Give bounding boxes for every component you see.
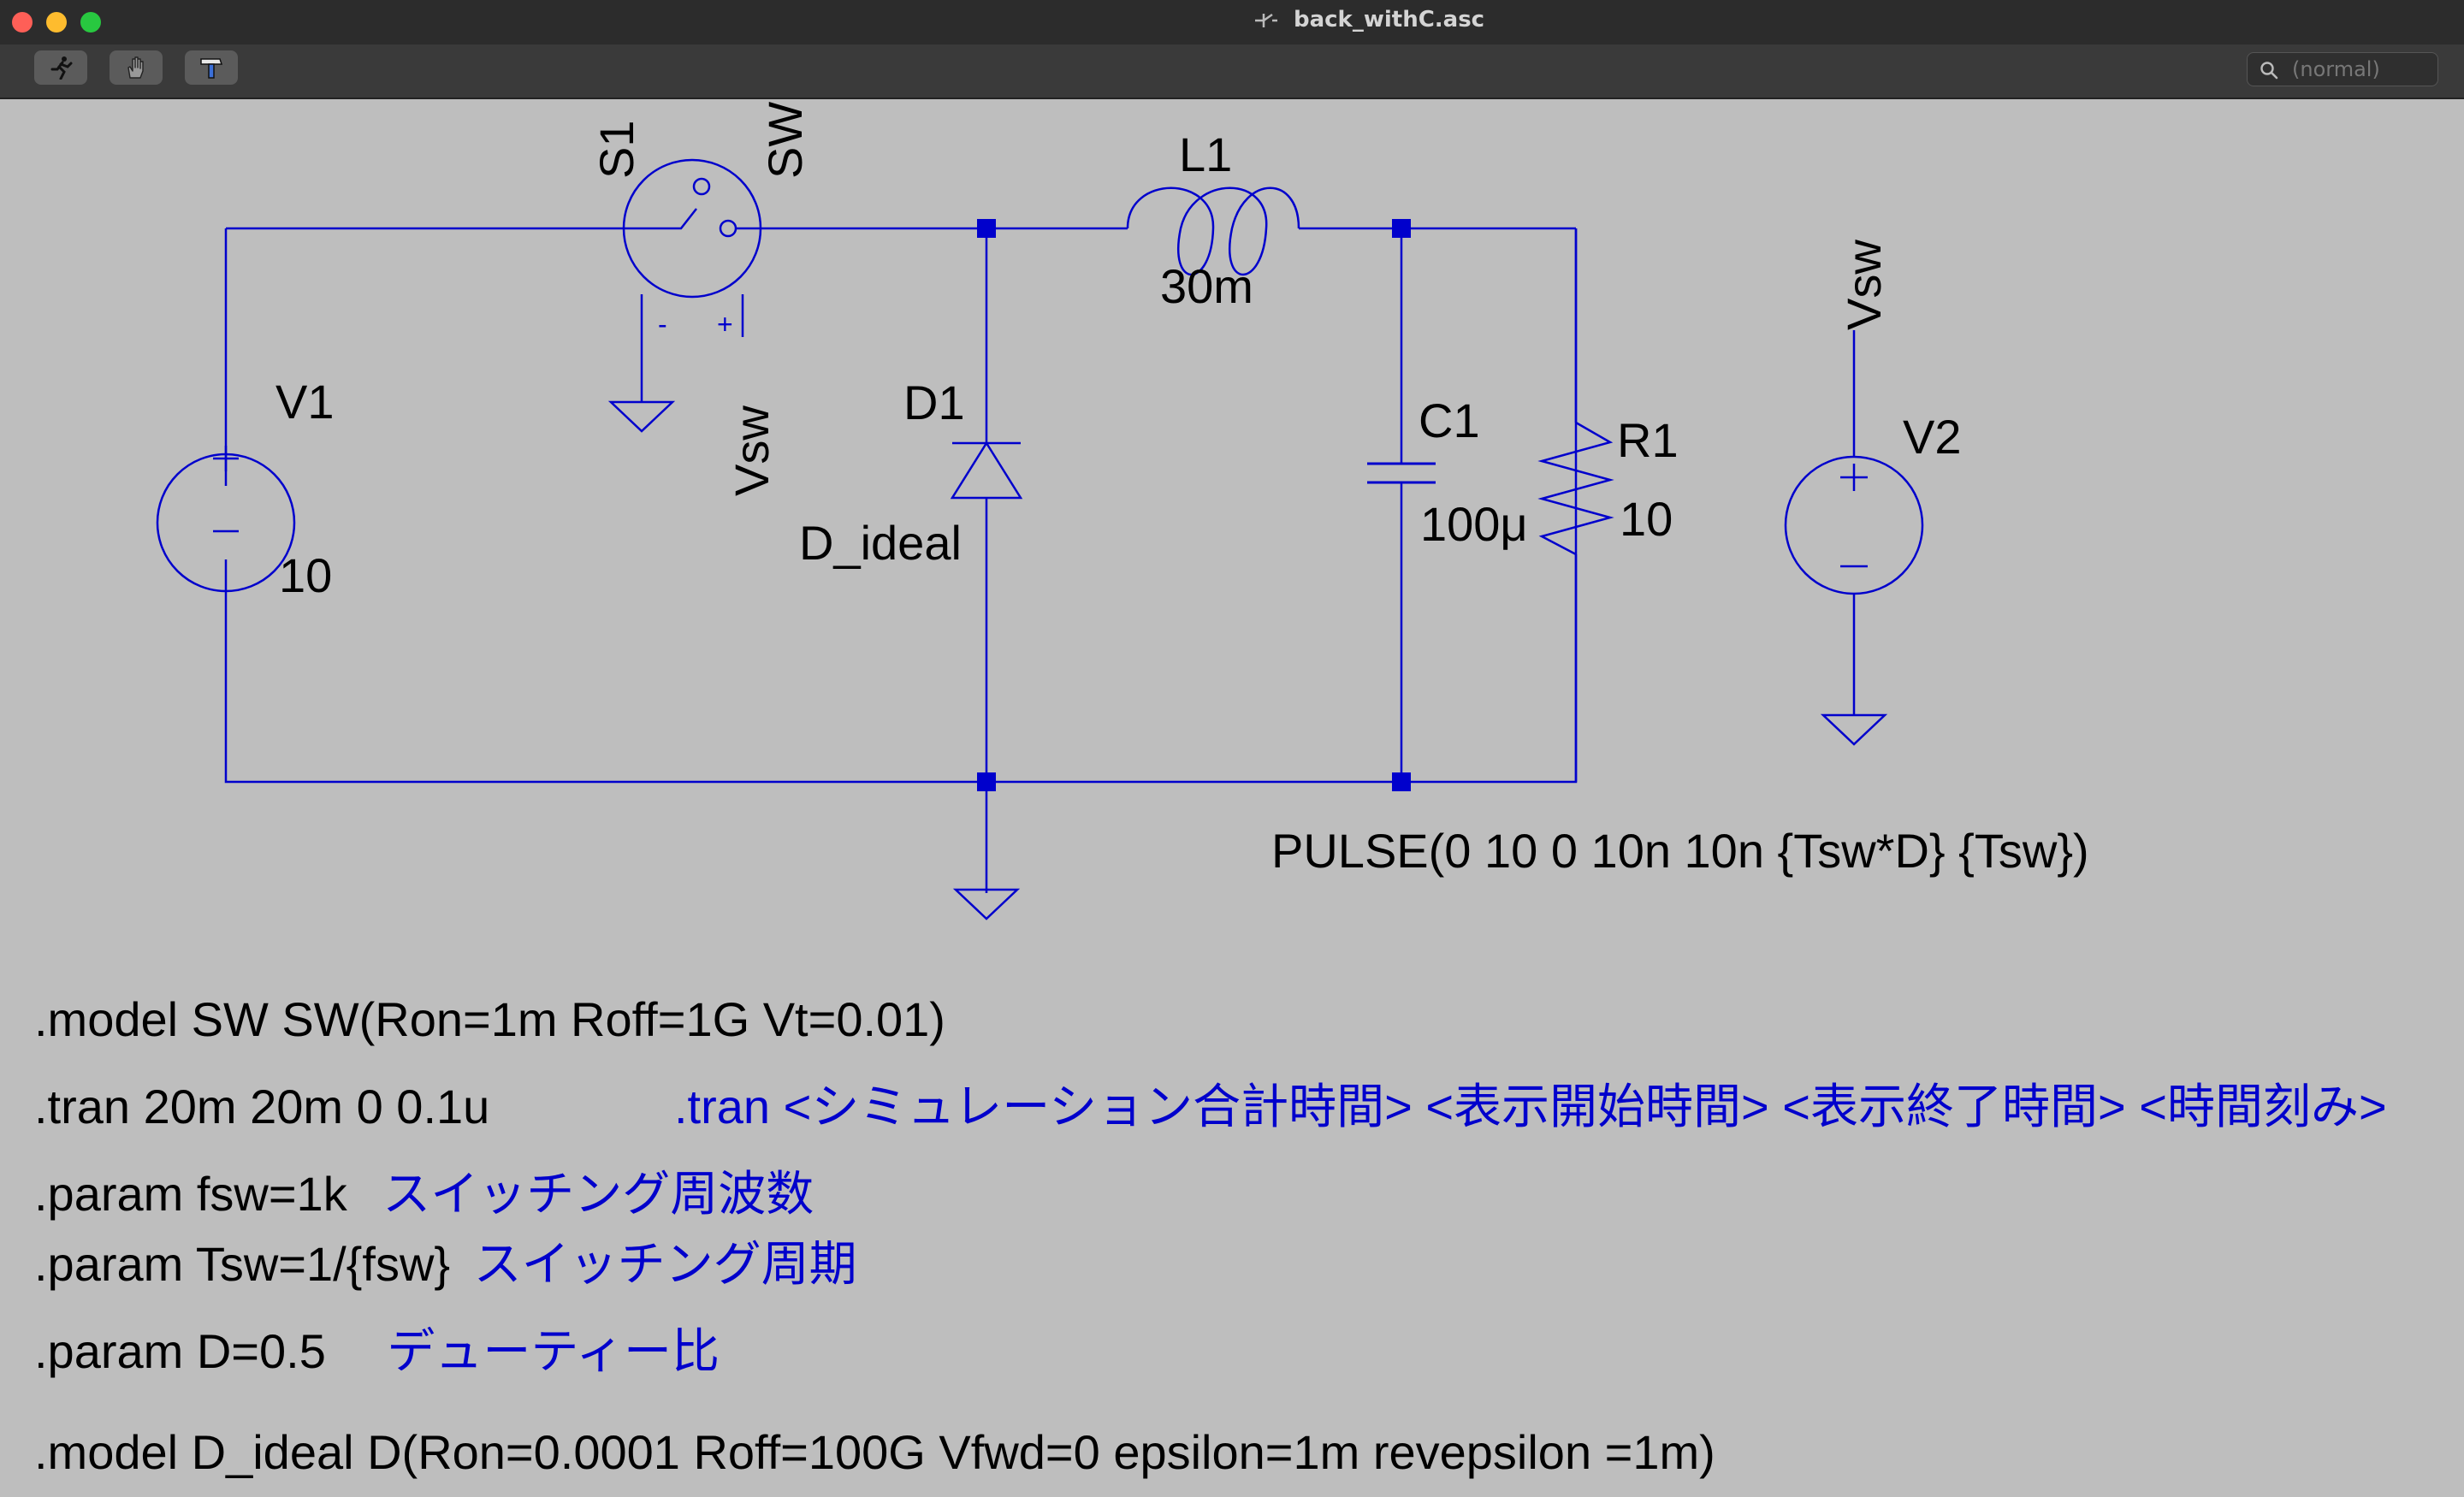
s1-plus-label: + (717, 309, 733, 340)
diode-d1[interactable] (950, 441, 1023, 500)
v2-net-label: Vsw (1837, 240, 1891, 330)
v2-source[interactable] (1784, 455, 1924, 595)
r1-name: R1 (1617, 413, 1679, 467)
v2-pulse-value: PULSE(0 10 0 10n 10n {Tsw*D} {Tsw}) (1271, 824, 2089, 878)
d1-name: D1 (903, 376, 965, 429)
halt-simulation-button[interactable] (110, 50, 163, 85)
v1-name: V1 (275, 375, 335, 429)
r1-value: 10 (1620, 492, 1673, 546)
search-placeholder: (normal) (2292, 57, 2380, 81)
s1-switch[interactable] (622, 158, 762, 299)
wire-top-left (224, 228, 1578, 784)
s1-name: S1 (589, 121, 643, 180)
search-field[interactable]: (normal) (2247, 52, 2438, 86)
ground-symbol (607, 400, 676, 433)
duty-command: .param D=0.5 (34, 1324, 326, 1378)
junction-dot (1392, 772, 1411, 791)
minimize-window-button[interactable] (46, 12, 67, 33)
close-window-button[interactable] (12, 12, 33, 33)
capacitor-c1[interactable] (1367, 462, 1436, 484)
zoom-window-button[interactable] (80, 12, 101, 33)
s1-ctrl-net-label: Vsw (725, 405, 779, 496)
ground-symbols (607, 400, 1888, 920)
inductor-l1[interactable] (1126, 186, 1300, 276)
tran-command: .tran 20m 20m 0 0.1u (34, 1080, 490, 1133)
l1-name: L1 (1179, 127, 1232, 181)
junction-dot (977, 219, 996, 238)
directive-param-tsw[interactable]: .param Tsw=1/{fsw} スイッチング周期 (34, 1237, 857, 1292)
hand-icon (127, 56, 144, 79)
window-title: back_withC.asc (1112, 0, 1626, 44)
run-simulation-button[interactable] (34, 50, 87, 85)
directive-model-sw[interactable]: .model SW SW(Ron=1m Roff=1G Vt=0.01) (34, 992, 945, 1046)
junction-dot (977, 772, 996, 791)
title-bar: back_withC.asc (0, 0, 2464, 45)
wire-s1-ctrl (640, 294, 744, 401)
schematic-file-icon (1254, 13, 1277, 27)
directive-tran[interactable]: .tran 20m 20m 0 0.1u .tran <シミュレーション合計時間… (34, 1080, 2387, 1134)
v2-name: V2 (1903, 410, 1962, 464)
directive-model-d-ideal[interactable]: .model D_ideal D(Ron=0.0001 Roff=100G Vf… (34, 1425, 1715, 1479)
ground-symbol (952, 888, 1021, 920)
search-icon (2260, 62, 2278, 80)
s1-model: SW (758, 102, 812, 179)
v1-source[interactable] (156, 446, 296, 593)
s1-minus-label: - (658, 309, 667, 340)
c1-value: 100μ (1420, 497, 1528, 551)
junction-dots (977, 219, 1411, 791)
junction-dot (1392, 219, 1411, 238)
duty-comment: デューティー比 (387, 1324, 720, 1378)
fsw-command: .param fsw=1k (34, 1167, 347, 1221)
v1-value: 10 (279, 548, 332, 602)
schematic-drawing: V1 10 - + S1 SW Vsw D1 D_ideal L1 30m C1… (156, 102, 2089, 920)
l1-value: 30m (1160, 259, 1253, 313)
d1-model: D_ideal (799, 516, 962, 570)
directive-param-fsw[interactable]: .param fsw=1k スイッチング周波数 (34, 1167, 814, 1222)
schematic-canvas[interactable]: V1 10 - + S1 SW Vsw D1 D_ideal L1 30m C1… (0, 98, 2464, 1494)
window-title-text: back_withC.asc (1293, 7, 1485, 33)
tsw-command: .param Tsw=1/{fsw} (34, 1237, 451, 1291)
tran-comment: .tran <シミュレーション合計時間> <表示開始時間> <表示終了時間> <… (674, 1080, 2387, 1133)
ground-symbol (1820, 713, 1888, 746)
wires (224, 227, 1856, 893)
hammer-icon (200, 58, 223, 79)
resistor-r1[interactable] (1537, 421, 1614, 556)
c1-name: C1 (1419, 393, 1480, 447)
running-man-icon (50, 56, 73, 80)
toolbar: (normal) (0, 44, 2464, 99)
tsw-comment: スイッチング周期 (473, 1237, 857, 1291)
fsw-comment: スイッチング周波数 (382, 1167, 814, 1221)
directive-param-d[interactable]: .param D=0.5 デューティー比 (34, 1324, 720, 1379)
edit-directive-button[interactable] (185, 50, 238, 85)
